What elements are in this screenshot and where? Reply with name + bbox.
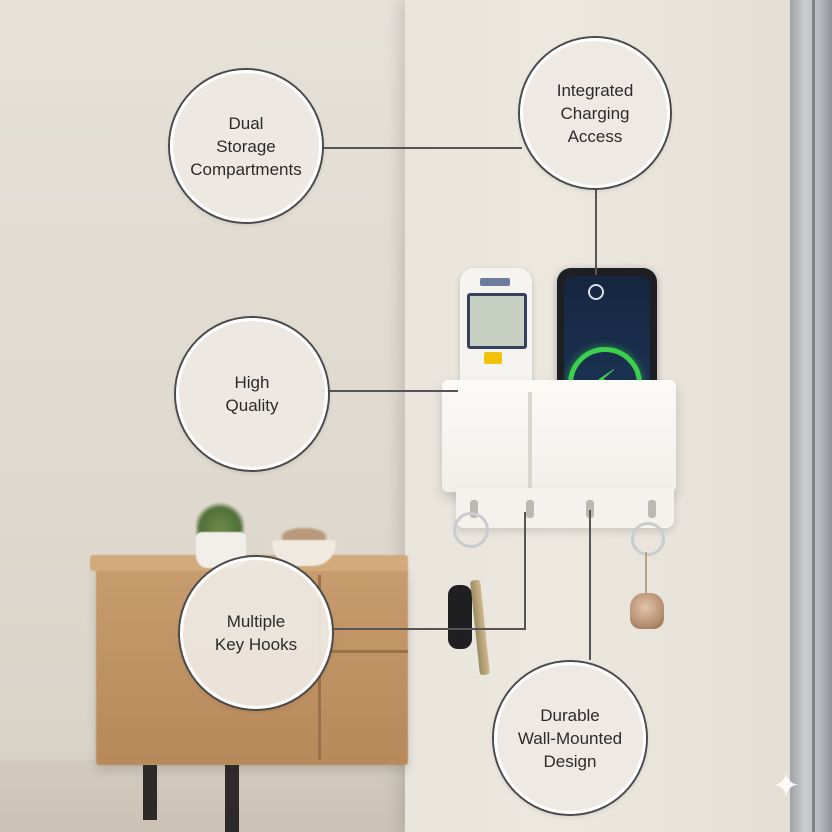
- callout-line: Dual: [228, 113, 264, 133]
- camera-icon: [588, 284, 604, 300]
- callout-line: Access: [567, 126, 623, 146]
- callout-durable: Durable Wall-Mounted Design: [494, 662, 646, 814]
- sideboard-leg: [143, 765, 157, 820]
- callout-key-hooks: Multiple Key Hooks: [180, 557, 332, 709]
- callout-line: Integrated: [556, 80, 634, 100]
- callout-line: Multiple: [226, 612, 286, 631]
- sparkle-icon: ✦: [771, 766, 801, 806]
- sideboard-shelf: [320, 650, 408, 653]
- key-hook: [586, 500, 594, 518]
- remote-brand-label: [480, 278, 510, 286]
- room-floor: [0, 760, 410, 832]
- keychain-chain: [645, 552, 647, 594]
- key-ring: [453, 512, 489, 548]
- callout-line: Storage: [216, 136, 276, 156]
- wall-organizer: [442, 380, 676, 492]
- key-ring: [631, 522, 665, 556]
- callout-line: Design: [543, 751, 597, 771]
- car-key-fob: [448, 585, 472, 649]
- callout-charging: Integrated Charging Access: [520, 38, 670, 188]
- callout-dual-storage: Dual Storage Compartments: [170, 70, 322, 222]
- callout-line: Quality: [225, 396, 279, 415]
- callout-line: Charging: [560, 103, 630, 123]
- connector-line: [330, 628, 526, 630]
- elephant-charm: [630, 593, 664, 629]
- hook-bar: [456, 488, 674, 528]
- window-frame: [790, 0, 832, 832]
- callout-line: Wall-Mounted: [517, 728, 623, 748]
- callout-line: Key Hooks: [214, 635, 298, 654]
- connector-line: [318, 147, 522, 149]
- key-hook: [470, 500, 478, 518]
- compartment-divider: [528, 392, 532, 492]
- connector-line: [322, 390, 458, 392]
- callout-line: High: [234, 373, 270, 392]
- connector-line: [595, 183, 597, 275]
- callout-line: Durable: [540, 705, 600, 725]
- remote-button: [484, 352, 502, 364]
- connector-line: [524, 512, 526, 630]
- sideboard-leg: [225, 765, 239, 832]
- callout-quality: High Quality: [176, 318, 328, 470]
- key-hook: [648, 500, 656, 518]
- key-hook: [526, 500, 534, 518]
- callout-line: Compartments: [190, 159, 302, 179]
- connector-line: [589, 510, 591, 660]
- remote-lcd: [467, 293, 527, 349]
- window-mullion: [812, 0, 815, 832]
